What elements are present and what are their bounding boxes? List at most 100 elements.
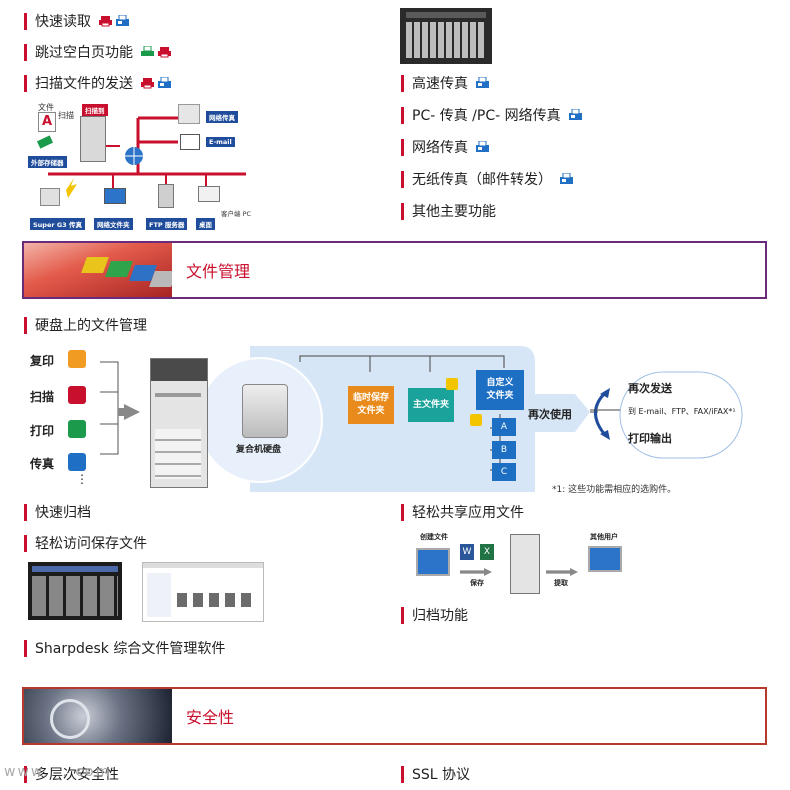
mfp-printer-icon [80, 116, 106, 162]
reuse-label: 再次使用 [528, 408, 572, 421]
feature-label: PC- 传真 /PC- 网络传真 [412, 108, 561, 124]
section-title: 安全性 [186, 708, 235, 727]
net-fax-tag: 网络传真 [206, 111, 238, 123]
copy-icon [68, 350, 86, 368]
feature-pc-fax: PC- 传真 /PC- 网络传真 [401, 104, 582, 126]
feature-label: 高速传真 [412, 76, 468, 92]
print-icon [68, 420, 86, 438]
input-copy-label: 复印 [30, 354, 55, 368]
scan-icon [68, 386, 86, 404]
fax-icon [68, 453, 86, 471]
print-green-icon [141, 46, 154, 56]
feature-label: 其他主要功能 [412, 204, 496, 220]
sub-folder-a: A [492, 418, 516, 436]
onscreen-keyboard-image [400, 8, 492, 64]
section-security: 安全性 [22, 687, 767, 745]
laptop-icon [588, 546, 622, 572]
temp-folder: 临时保存 文件夹 [348, 386, 394, 424]
feature-multi-layer-security: 多层次安全性 [24, 763, 119, 785]
email-tag: E-mail [206, 137, 235, 147]
g3-fax-icon [40, 188, 60, 206]
feature-label: 跳过空白页功能 [35, 45, 133, 61]
hdd-diagram: 复印 扫描 打印 传真 ⋮ 复合机硬盘 临时保存 文件夹 主文件夹 自定义 文件… [30, 342, 770, 497]
pc-monitor-icon [416, 548, 450, 576]
feature-scan-send: 扫描文件的发送 [24, 72, 171, 94]
save-label: 保存 [470, 579, 484, 587]
other-users-label: 其他用户 [590, 533, 618, 541]
sharpdesk-screenshot [142, 562, 264, 622]
email-envelope-icon [180, 134, 200, 150]
storage-tag: 外部存储器 [28, 156, 67, 168]
main-folder: 主文件夹 [408, 388, 454, 422]
fax-blue-icon [560, 173, 573, 184]
feature-quick-filing: 快速归档 [24, 501, 91, 523]
file-tabs-image [24, 243, 172, 297]
mfp-machine-icon [510, 534, 540, 594]
feature-high-speed-fax: 高速传真 [401, 72, 489, 94]
feature-skip-blank: 跳过空白页功能 [24, 41, 171, 63]
lock-icon [446, 378, 458, 390]
mfp-machine-icon [150, 358, 208, 488]
hdd-diagram-shapes [100, 346, 743, 492]
sub-folder-c: C [492, 463, 516, 481]
pc-net-folder-icon [104, 188, 126, 204]
net-fax-machine-icon [178, 104, 200, 124]
feature-label: 轻松访问保存文件 [35, 536, 147, 552]
share-diagram: 创建文件 W X 保存 提取 其他用户 [414, 530, 624, 594]
custom-folder: 自定义 文件夹 [476, 370, 524, 410]
feature-label: Sharpdesk 综合文件管理软件 [35, 641, 226, 657]
input-fax-label: 传真 [30, 457, 55, 471]
desktop-pc-icon [198, 186, 220, 202]
fetch-arrow-icon [546, 568, 578, 576]
fetch-label: 提取 [554, 579, 568, 587]
feature-other-functions: 其他主要功能 [401, 200, 496, 222]
lock-icon [470, 414, 482, 426]
feature-label: 快速归档 [35, 505, 91, 521]
printer-red-icon [141, 78, 154, 89]
network-lines [48, 116, 246, 198]
feature-easy-access: 轻松访问保存文件 [24, 532, 147, 554]
print-output-label: 打印输出 [628, 432, 672, 445]
save-arrow-icon [460, 568, 492, 576]
feature-label: 无纸传真（邮件转发） [412, 172, 552, 188]
scan-network-diagram: 文件 A 扫描 扫描到 外部存储器 网络传真 E-mail 客户端 PC Sup… [28, 100, 251, 230]
section-file-management: 文件管理 [22, 241, 767, 299]
printer-red-icon [158, 47, 171, 58]
feature-paperless-fax: 无纸传真（邮件转发） [401, 168, 573, 190]
create-file-label: 创建文件 [420, 533, 448, 541]
ftp-server-icon [158, 184, 174, 208]
feature-net-fax: 网络传真 [401, 136, 489, 158]
resend-label: 再次发送 [628, 382, 672, 395]
feature-label: 快速读取 [35, 14, 91, 30]
hdd-icon [242, 384, 288, 438]
feature-label: 网络传真 [412, 140, 468, 156]
super-g3-tag: Super G3 传真 [30, 218, 85, 230]
feature-ssl: SSL 协议 [401, 763, 470, 785]
desktop-tag: 桌面 [196, 218, 215, 230]
sub-folder-b: B [492, 441, 516, 459]
feature-label: 轻松共享应用文件 [412, 505, 524, 521]
file-label: 文件 [38, 103, 54, 112]
watermark: www. . com [4, 764, 112, 780]
excel-icon: X [480, 544, 494, 560]
document-a-icon: A [38, 112, 56, 132]
feature-label: 归档功能 [412, 608, 468, 624]
scan-label: 扫描 [58, 111, 74, 120]
fax-blue-icon [476, 77, 489, 88]
vault-image [24, 689, 172, 743]
more-dots: ⋮ [76, 472, 88, 486]
fax-blue-icon [158, 77, 171, 88]
fax-blue-icon [116, 15, 129, 26]
feature-label: 扫描文件的发送 [35, 76, 133, 92]
footnote: *1: 这些功能需相应的选购件。 [552, 485, 677, 495]
feature-hdd-file-management: 硬盘上的文件管理 [24, 314, 147, 336]
input-scan-label: 扫描 [30, 390, 55, 404]
document-filing-screenshot [28, 562, 122, 620]
resend-detail: 到 E-mail、FTP、FAX/iFAX*¹ [628, 407, 736, 416]
fax-blue-icon [568, 109, 582, 120]
feature-label: 硬盘上的文件管理 [35, 318, 147, 334]
input-print-label: 打印 [30, 424, 55, 438]
ftp-tag: FTP 服务器 [146, 218, 188, 230]
feature-sharpdesk: Sharpdesk 综合文件管理软件 [24, 637, 225, 659]
net-folder-tag: 网络文件夹 [94, 218, 133, 230]
